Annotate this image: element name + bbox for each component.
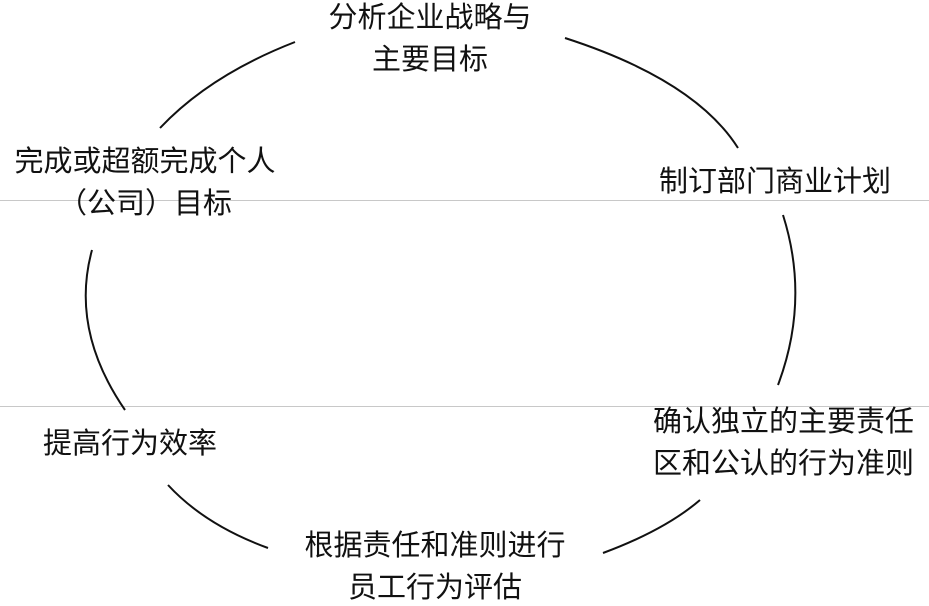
- node-improve-efficiency: 提高行为效率: [20, 422, 240, 464]
- node-text-line: 分析企业战略与: [328, 0, 532, 34]
- arc-responsibility-to-evaluation: [602, 499, 701, 554]
- node-text-line: 根据责任和准则进行: [304, 528, 566, 562]
- node-confirm-responsibility: 确认独立的主要责任 区和公认的行为准则: [638, 400, 929, 484]
- node-complete-goals: 完成或超额完成个人 （公司）目标: [0, 140, 290, 224]
- node-text-line: 员工行为评估: [347, 570, 522, 604]
- node-text-line: 区和公认的行为准则: [652, 446, 914, 480]
- arc-plan-to-responsibility: [777, 214, 797, 386]
- arc-efficiency-to-goal: [84, 249, 126, 411]
- node-text-line: 制订部门商业计划: [658, 164, 891, 198]
- guide-line-top: [0, 200, 929, 201]
- node-text-line: （公司）目标: [57, 186, 232, 220]
- node-text-line: 完成或超额完成个人: [14, 144, 276, 178]
- node-employee-evaluation: 根据责任和准则进行 员工行为评估: [270, 524, 600, 606]
- node-department-plan: 制订部门商业计划: [630, 160, 920, 202]
- arc-evaluation-to-efficiency: [167, 484, 269, 549]
- node-analyze-strategy: 分析企业战略与 主要目标: [300, 0, 560, 80]
- node-text-line: 提高行为效率: [42, 426, 217, 460]
- node-text-line: 主要目标: [371, 42, 488, 76]
- arc-strategy-to-plan: [564, 37, 739, 149]
- node-text-line: 确认独立的主要责任: [652, 404, 914, 438]
- guide-line-bottom: [0, 406, 929, 407]
- arc-goal-to-strategy: [159, 41, 296, 129]
